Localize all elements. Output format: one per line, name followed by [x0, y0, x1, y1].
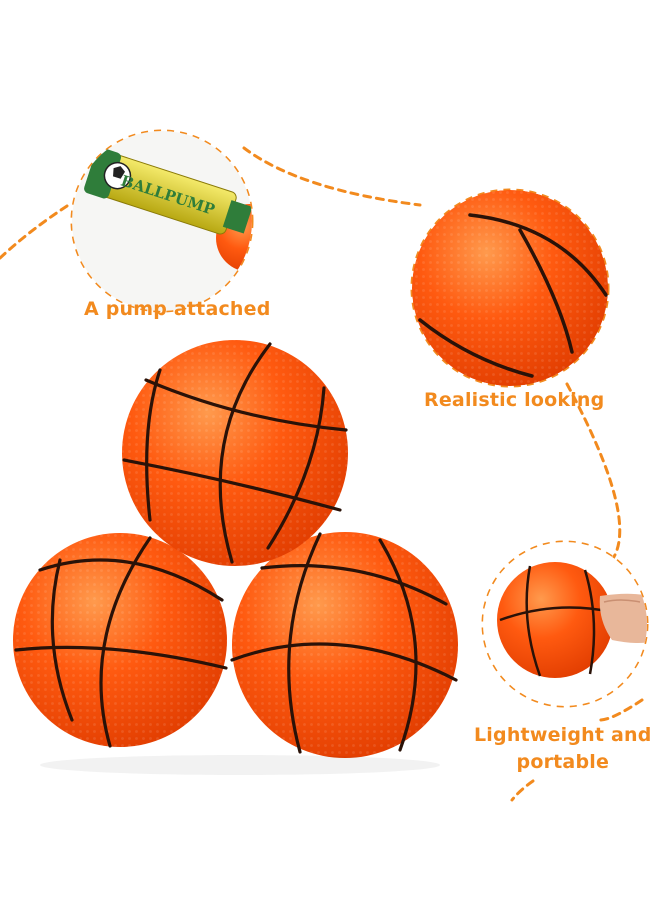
feature-label-lightweight-line1: Lightweight and [474, 724, 652, 746]
feature-label-pump: A pump attached [84, 298, 271, 320]
basketball-top [122, 340, 348, 566]
feature-label-realistic: Realistic looking [424, 389, 605, 411]
basketball-left [13, 533, 228, 748]
dashed-connectors [0, 146, 644, 802]
feature-label-lightweight: Lightweight and portable [474, 722, 652, 776]
hand-icon [599, 593, 647, 643]
realistic-callout [410, 188, 610, 388]
pump-callout: BALLPUMP [70, 129, 254, 313]
basketball-pile [13, 340, 458, 775]
basketball-right [230, 532, 458, 758]
lightweight-callout [481, 540, 649, 708]
feature-label-lightweight-line2: portable [516, 751, 610, 773]
